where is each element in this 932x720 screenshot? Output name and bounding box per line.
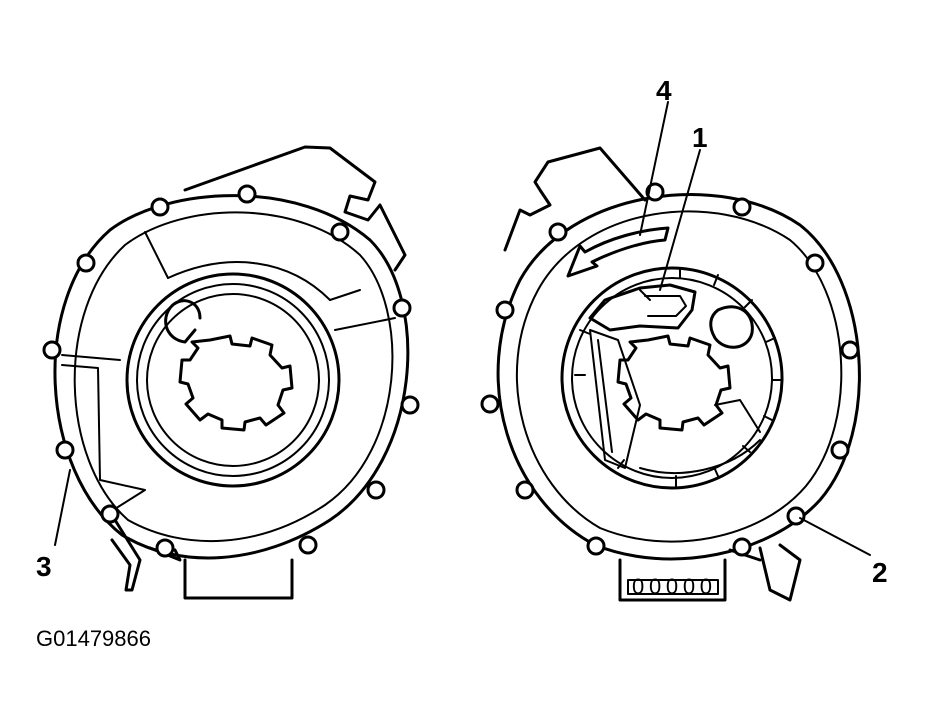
locking-tab xyxy=(588,283,697,332)
left-small-port xyxy=(164,299,202,344)
rotation-arrow xyxy=(566,226,670,278)
leader-1 xyxy=(659,149,701,291)
callout-4: 4 xyxy=(656,75,672,106)
right-small-port xyxy=(709,305,754,349)
left-clockspring-view xyxy=(42,145,420,600)
right-bolt-holes xyxy=(480,182,860,557)
right-cassette-ring xyxy=(560,266,784,490)
callout-leaders xyxy=(54,101,871,556)
left-splined-hub xyxy=(178,334,294,432)
connector-label: 00000 xyxy=(632,574,712,599)
right-outer-housing xyxy=(496,193,861,561)
right-cassette-ticks xyxy=(574,267,783,487)
callout-1: 1 xyxy=(692,122,708,153)
figure-id: G01479866 xyxy=(36,626,151,651)
right-clockspring-view: 00000 xyxy=(480,146,861,602)
left-bolt-holes xyxy=(42,184,420,558)
leader-2 xyxy=(799,517,871,556)
right-splined-hub xyxy=(616,334,732,432)
right-bottom-connector xyxy=(618,558,727,602)
callout-3: 3 xyxy=(36,551,52,582)
left-bottom-connector xyxy=(183,558,294,600)
callout-2: 2 xyxy=(872,557,888,588)
left-outer-housing xyxy=(53,194,410,560)
left-center-ring-outer xyxy=(125,272,341,488)
leader-3 xyxy=(54,469,71,546)
leader-4 xyxy=(639,101,669,236)
